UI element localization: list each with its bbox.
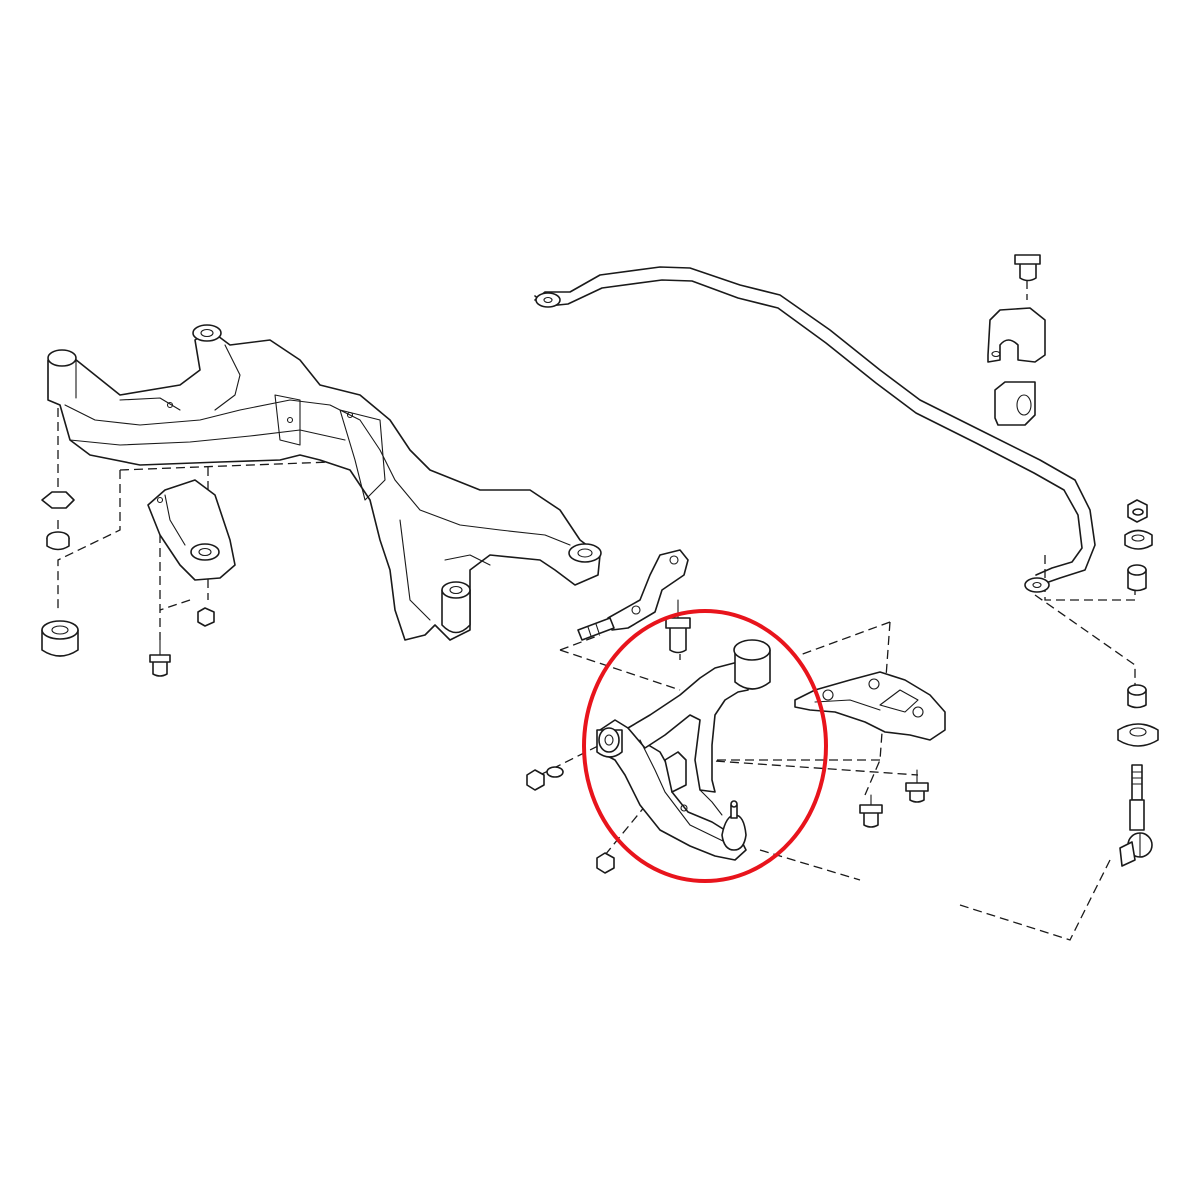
front-subframe xyxy=(47,324,602,641)
ball-joint-icon xyxy=(721,814,747,851)
highlight-circle xyxy=(582,609,828,883)
compression-link xyxy=(577,549,689,641)
arm-mount-bracket xyxy=(794,671,946,741)
washer-plate-icon xyxy=(41,491,75,509)
arm-fasteners xyxy=(526,599,929,874)
bolt-icon xyxy=(909,789,925,803)
stabilizer-clamp-stack xyxy=(987,254,1046,426)
stabilizer-link-icon xyxy=(1131,764,1143,801)
left-fastener-stack xyxy=(41,491,215,677)
bolt-icon xyxy=(669,624,687,654)
stabilizer-bar xyxy=(534,266,1096,593)
washer-icon xyxy=(1117,723,1159,747)
bolt-icon xyxy=(1019,261,1037,282)
stabilizer-bushing-icon xyxy=(994,381,1036,426)
washer-icon xyxy=(1124,529,1153,550)
nut-icon xyxy=(596,852,615,874)
bolt-icon xyxy=(863,811,879,828)
right-link-hardware xyxy=(1117,499,1159,867)
washer-icon xyxy=(546,766,564,778)
clamp-bracket-icon xyxy=(987,307,1046,363)
subframe-mount-bracket xyxy=(147,479,236,581)
bolt-icon xyxy=(152,659,168,677)
nut-icon xyxy=(526,769,545,791)
lower-control-arm xyxy=(596,639,771,861)
nut-icon xyxy=(197,607,215,627)
